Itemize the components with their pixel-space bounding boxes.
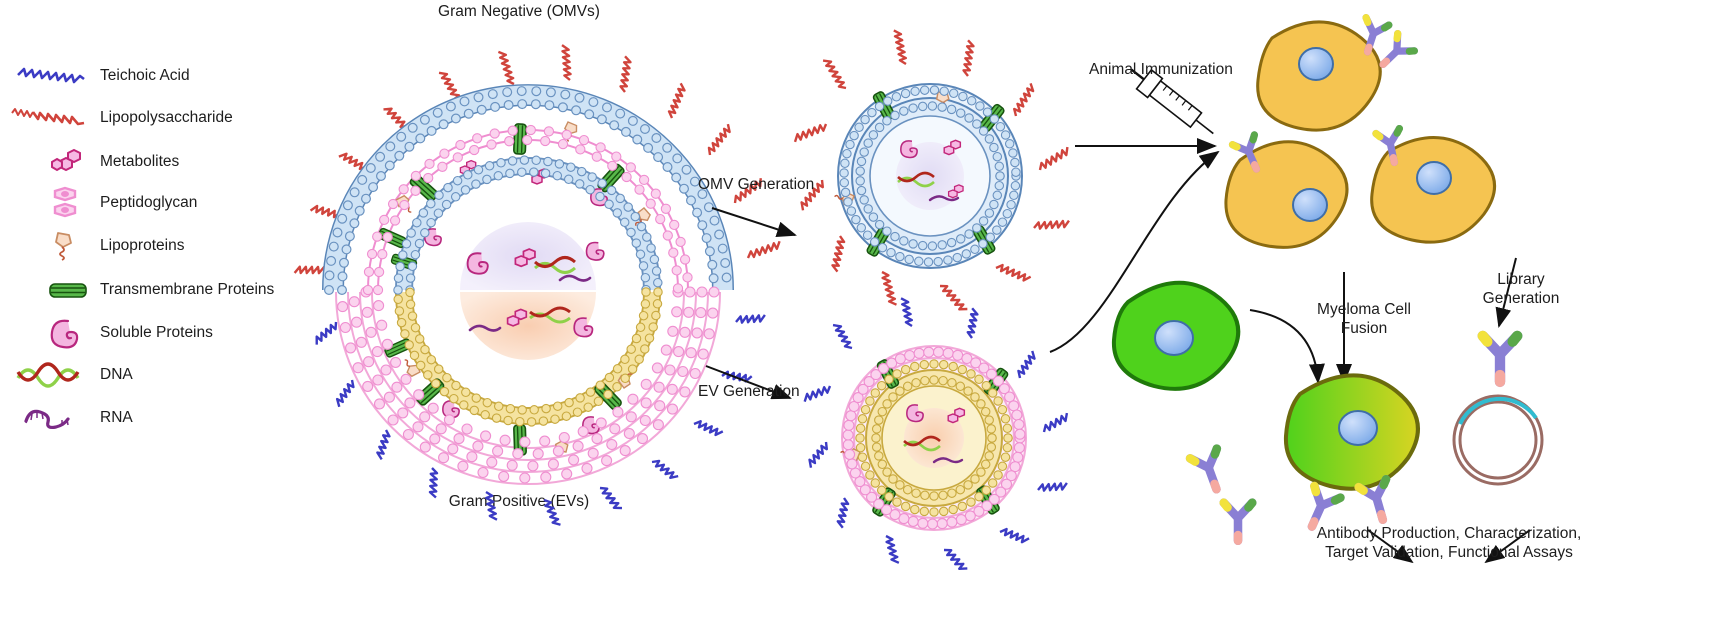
legend-item-label: Transmembrane Proteins	[100, 281, 275, 298]
library-antibody	[1483, 336, 1518, 382]
legend-item-dna: DNA	[12, 358, 133, 392]
legend-panel: Teichoic Acid Lipopolysaccharide	[0, 0, 300, 450]
legend-item-label: Lipopolysaccharide	[100, 109, 233, 126]
gram-negative-bacterium	[293, 43, 783, 296]
legend-item-transmembrane-proteins: Transmembrane Proteins	[12, 273, 274, 307]
outcome-arrow-right	[1484, 529, 1531, 564]
legend-item-soluble-proteins: Soluble Proteins	[12, 316, 213, 350]
legend-item-label: DNA	[100, 366, 133, 383]
omv-vesicle	[791, 28, 1073, 317]
legend-item-lipoproteins: Lipoproteins	[12, 229, 184, 263]
free-antibody-group	[1190, 449, 1252, 541]
b-cell	[1370, 129, 1497, 244]
legend-item-peptidoglycan: Peptidoglycan	[12, 186, 197, 220]
outcome-arrow-left	[1367, 529, 1414, 564]
hybridoma-cell	[1283, 373, 1420, 532]
ev-cargo	[903, 404, 966, 464]
page-title-gram-negative: Gram Negative (OMVs)	[438, 3, 600, 20]
rna-icon	[12, 401, 100, 435]
myeloma-cell-fusion-label: Myeloma Cell Fusion	[1317, 301, 1411, 337]
transmembrane-proteins-icon	[12, 273, 100, 307]
outer-membrane-lipids	[323, 85, 733, 296]
myeloma-curve-arrow	[1249, 309, 1325, 384]
omv-generation-label: OMV Generation	[698, 176, 815, 193]
soluble-proteins-icon	[12, 316, 100, 350]
syringe-icon	[1130, 68, 1214, 135]
gram-positive-bacterium	[310, 291, 767, 529]
myeloma-cell	[1111, 280, 1241, 391]
ev-generation-arrow	[705, 365, 792, 400]
metabolites-icon	[12, 145, 100, 179]
peptidoglycan-icon	[12, 186, 100, 220]
plasmid-icon	[1452, 394, 1544, 486]
legend-item-label: Lipoproteins	[100, 237, 185, 254]
legend-item-label: Teichoic Acid	[100, 67, 190, 84]
teichoic-acid-icon	[12, 59, 100, 93]
library-generation-label: Library Generation	[1482, 271, 1560, 307]
legend-item-rna: RNA	[12, 401, 133, 435]
legend-item-lipopolysaccharide: Lipopolysaccharide	[11, 101, 233, 135]
legend-item-label: RNA	[100, 409, 133, 426]
dna-icon	[12, 358, 100, 392]
cargo-gram-negative	[466, 241, 605, 282]
page-title-gram-positive: Gram Positive (EVs)	[448, 493, 590, 510]
legend-item-label: Metabolites	[100, 153, 180, 170]
legend-item-label: Soluble Proteins	[100, 324, 213, 341]
cargo-gram-positive	[468, 306, 594, 338]
lipopolysaccharide-icon	[11, 101, 100, 135]
legend-item-teichoic-acid: Teichoic Acid	[12, 59, 190, 93]
b-cell	[1256, 18, 1415, 132]
animal-immunization-label: Animal Immunization	[1089, 61, 1233, 78]
immunization-arrow-bottom	[1049, 150, 1220, 353]
legend-item-metabolites: Metabolites	[12, 145, 179, 179]
b-cell	[1224, 135, 1349, 249]
outcome-label: Antibody Production, Characterization, T…	[1316, 525, 1582, 561]
library-generation-arrow	[1495, 257, 1517, 328]
b-cell-group	[1224, 18, 1497, 249]
legend-item-label: Peptidoglycan	[100, 194, 198, 211]
omv-cargo	[897, 139, 964, 202]
omv-generation-arrow	[711, 207, 797, 238]
ev-generation-label: EV Generation	[698, 383, 800, 400]
lipoproteins-icon	[12, 229, 100, 263]
